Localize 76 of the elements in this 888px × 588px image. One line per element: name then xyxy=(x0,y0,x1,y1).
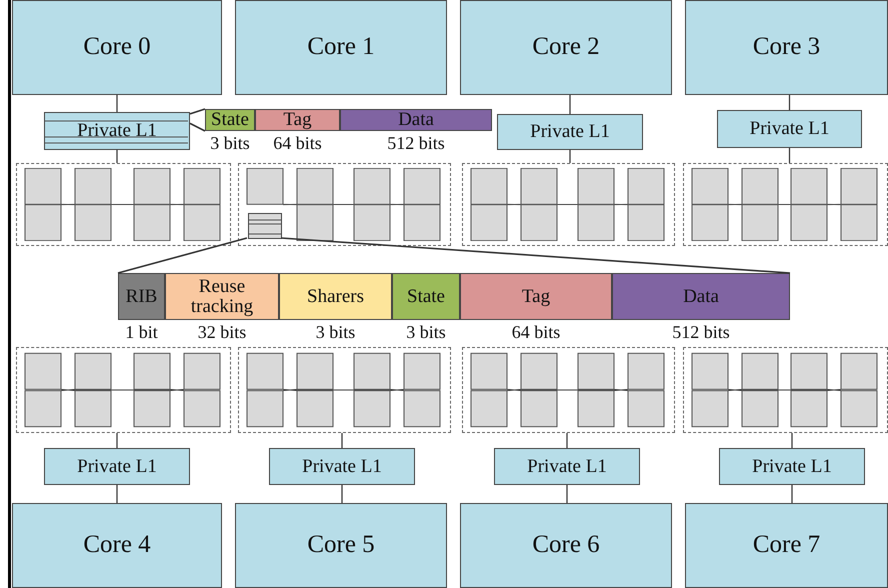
core-box xyxy=(12,503,222,588)
node-label: Private L1 xyxy=(750,119,830,139)
core-box xyxy=(460,503,672,588)
bit-width-label: 64 bits xyxy=(273,133,322,154)
node-label: Sharers xyxy=(307,286,364,306)
core-box xyxy=(685,503,888,588)
node-label: Private L1 xyxy=(77,456,157,476)
core-box xyxy=(235,0,447,95)
field-segment xyxy=(460,273,612,320)
node-label: Core 4 xyxy=(83,532,151,559)
zoom-line xyxy=(118,237,248,274)
bit-width-label: 3 bits xyxy=(316,322,356,343)
bit-width-label: 32 bits xyxy=(198,322,246,343)
cache-box xyxy=(497,114,643,150)
node-label: Core 2 xyxy=(532,34,600,61)
field-segment xyxy=(205,109,255,131)
node-label: Tag xyxy=(283,110,312,130)
bit-width-label: 3 bits xyxy=(406,322,446,343)
core-box xyxy=(685,0,888,95)
connector-line xyxy=(341,485,343,503)
node-label: Tag xyxy=(522,286,550,306)
node-label: Core 7 xyxy=(752,532,820,559)
node-label: Core 0 xyxy=(83,34,151,61)
node-label: Reuse tracking xyxy=(190,276,254,316)
zoom-line xyxy=(190,108,206,115)
node-label: Data xyxy=(398,110,434,130)
connector-line xyxy=(116,433,118,448)
node-label: Private L1 xyxy=(302,456,382,476)
connector-line xyxy=(788,95,790,110)
core-box xyxy=(12,0,222,95)
node-label: Core 5 xyxy=(307,532,375,559)
core-box xyxy=(460,0,672,95)
connector-line xyxy=(116,95,118,112)
bit-width-label: 3 bits xyxy=(210,133,250,154)
bit-width-label: 64 bits xyxy=(512,322,560,343)
node-label: State xyxy=(407,286,445,306)
connector-line xyxy=(791,485,793,503)
field-segment xyxy=(612,273,790,320)
connector-line xyxy=(569,150,571,163)
bit-width-label: 1 bit xyxy=(125,322,158,343)
field-segment xyxy=(255,109,340,131)
connector-line xyxy=(566,485,568,503)
field-segment xyxy=(165,273,279,320)
cache-box xyxy=(494,448,640,485)
node-label: State xyxy=(211,110,249,130)
field-segment xyxy=(392,273,460,320)
cache-box xyxy=(269,448,415,485)
node-label: Private L1 xyxy=(527,456,607,476)
connector-line xyxy=(566,433,568,448)
cache-line-block xyxy=(248,213,282,239)
bit-width-label: 512 bits xyxy=(387,133,445,154)
zoom-line xyxy=(190,122,206,132)
connector-line xyxy=(116,485,118,503)
cache-box xyxy=(719,448,865,485)
node-label: RIB xyxy=(126,286,158,306)
node-label: Private L1 xyxy=(752,456,832,476)
bit-width-label: 512 bits xyxy=(672,322,730,343)
zoom-line xyxy=(280,237,790,274)
field-segment xyxy=(118,273,165,320)
node-label: Private L1 xyxy=(530,122,610,142)
field-segment xyxy=(279,273,392,320)
connector-line xyxy=(341,433,343,448)
node-label: Core 1 xyxy=(307,34,375,61)
connector-line xyxy=(788,148,790,163)
cache-box xyxy=(44,448,190,485)
node-label: Core 6 xyxy=(532,532,600,559)
node-label: Data xyxy=(683,286,719,306)
field-segment xyxy=(340,109,492,131)
connector-line xyxy=(569,95,571,114)
connector-line xyxy=(791,433,793,448)
cache-box xyxy=(717,110,862,148)
connector-line xyxy=(116,150,118,163)
core-box xyxy=(235,503,447,588)
cache-box xyxy=(44,112,190,150)
node-label: Core 3 xyxy=(752,34,820,61)
node-label: Private L1 xyxy=(77,121,157,141)
